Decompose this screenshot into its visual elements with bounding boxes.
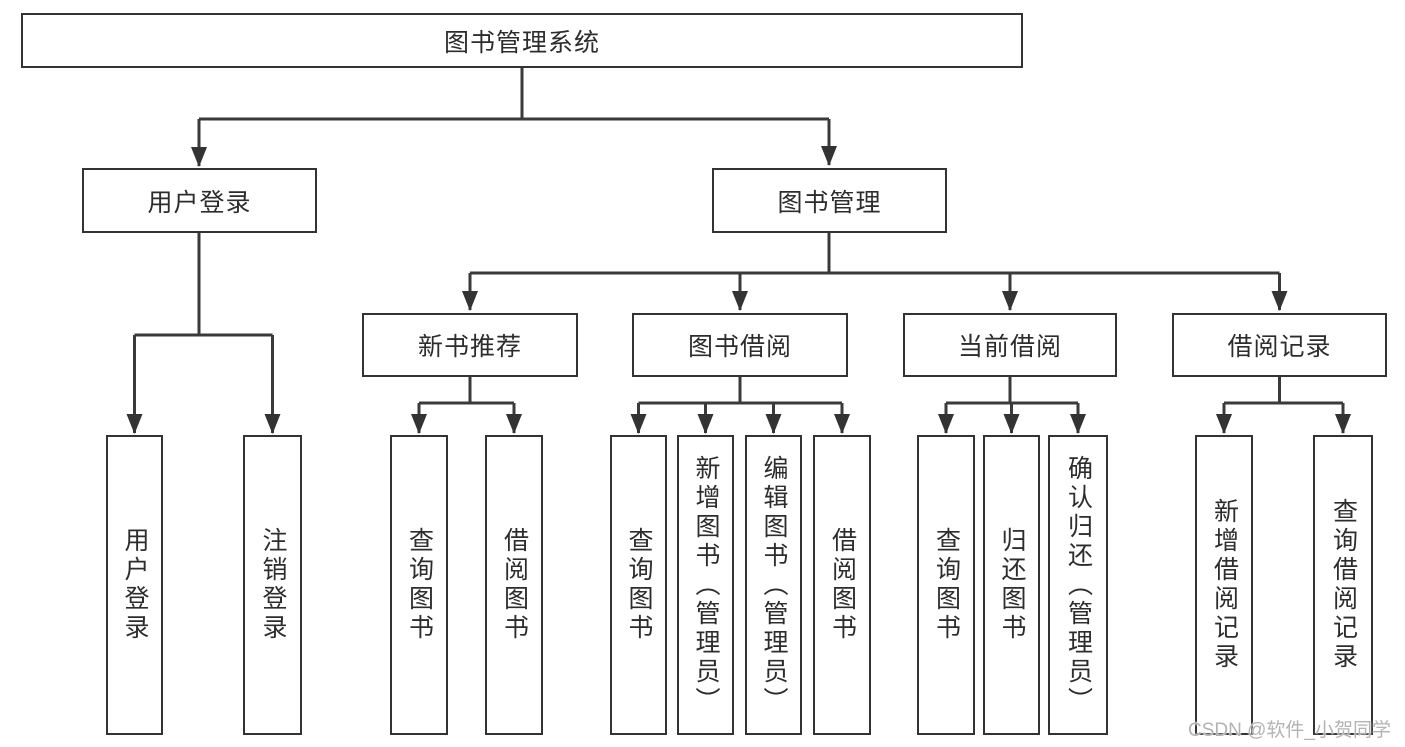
node-leaf-br-query-record-label: 查询借阅记录 <box>1329 498 1358 672</box>
node-leaf-nb-query-book-label: 查询图书 <box>405 527 434 643</box>
node-current-borrow: 当前借阅 <box>903 313 1117 377</box>
node-leaf-bb-query-book: 查询图书 <box>610 435 667 735</box>
node-leaf-bb-borrow-book: 借阅图书 <box>813 435 871 735</box>
node-leaf-bb-add-book-admin-label: 新增图书（管理员） <box>692 454 720 716</box>
node-leaf-cb-return-book-label: 归还图书 <box>998 527 1026 643</box>
node-leaf-bb-edit-book-admin-label: 编辑图书（管理员） <box>760 454 788 716</box>
node-current-borrow-label: 当前借阅 <box>957 333 1062 361</box>
node-leaf-cb-query-book: 查询图书 <box>917 435 975 735</box>
node-leaf-br-query-record: 查询借阅记录 <box>1313 435 1373 735</box>
node-leaf-user-login-label: 用户登录 <box>121 527 149 643</box>
node-new-book-rec-label: 新书推荐 <box>417 333 522 361</box>
node-user-login-label: 用户登录 <box>147 188 252 217</box>
node-leaf-bb-borrow-book-label: 借阅图书 <box>828 527 857 643</box>
node-book-mgmt-label: 图书管理 <box>777 188 882 217</box>
csdn-watermark: CSDN @软件_小贺同学 <box>1188 720 1391 741</box>
node-leaf-logout: 注销登录 <box>243 435 302 735</box>
node-leaf-cb-confirm-return-admin: 确认归还（管理员） <box>1048 435 1108 735</box>
node-leaf-bb-add-book-admin: 新增图书（管理员） <box>677 435 734 735</box>
node-leaf-br-add-record-label: 新增借阅记录 <box>1210 498 1239 672</box>
node-leaf-user-login: 用户登录 <box>106 435 163 735</box>
node-leaf-nb-query-book: 查询图书 <box>390 435 448 735</box>
node-leaf-br-add-record: 新增借阅记录 <box>1195 435 1253 735</box>
node-leaf-cb-return-book: 归还图书 <box>983 435 1040 735</box>
node-leaf-nb-borrow-book: 借阅图书 <box>485 435 543 735</box>
node-book-borrow: 图书借阅 <box>632 313 848 377</box>
node-borrow-records-label: 借阅记录 <box>1227 333 1332 361</box>
node-book-mgmt: 图书管理 <box>712 168 947 233</box>
node-leaf-nb-borrow-book-label: 借阅图书 <box>500 527 529 643</box>
node-leaf-bb-query-book-label: 查询图书 <box>625 527 653 643</box>
node-leaf-logout-label: 注销登录 <box>259 527 287 643</box>
node-leaf-bb-edit-book-admin: 编辑图书（管理员） <box>745 435 802 735</box>
node-leaf-cb-query-book-label: 查询图书 <box>932 527 961 643</box>
node-root-label: 图书管理系统 <box>443 28 600 57</box>
node-leaf-cb-confirm-return-admin-label: 确认归还（管理员） <box>1064 454 1093 716</box>
node-new-book-rec: 新书推荐 <box>362 313 578 377</box>
node-borrow-records: 借阅记录 <box>1172 313 1387 377</box>
node-user-login: 用户登录 <box>82 168 317 233</box>
node-book-borrow-label: 图书借阅 <box>687 333 792 361</box>
node-root: 图书管理系统 <box>21 13 1023 68</box>
